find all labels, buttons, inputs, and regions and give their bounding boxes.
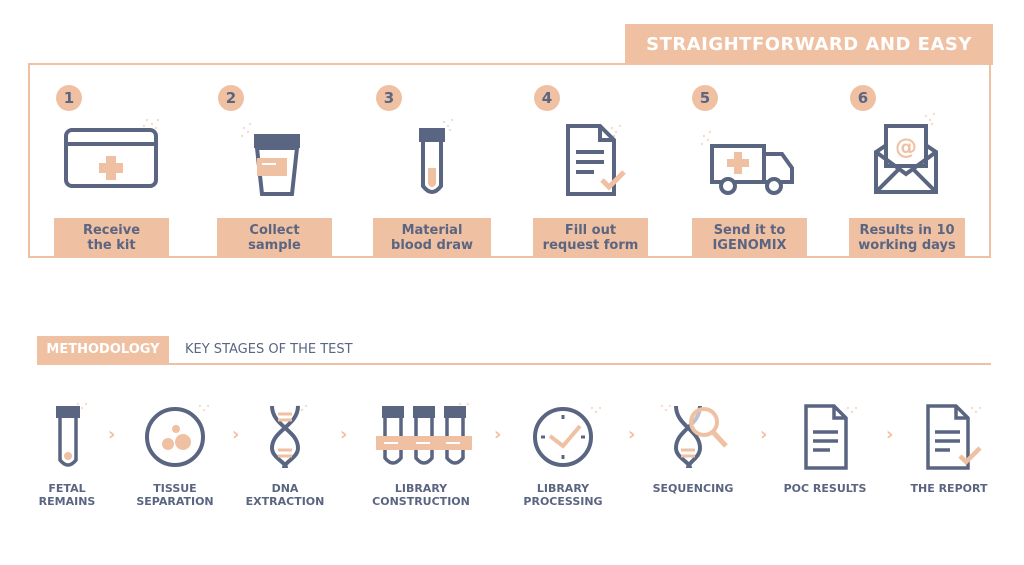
steps-frame [28,63,991,258]
methodology-tab: METHODOLOGY [37,336,169,363]
sample-cup-icon [240,122,300,196]
tube-rack-icon [376,402,472,465]
step-number-2: 2 [218,85,244,111]
kit-icon [64,118,160,188]
clock-icon [533,406,602,467]
section-title: STRAIGHTFORWARD AND EASY [625,24,993,65]
methodology-subtitle: KEY STAGES OF THE TEST [185,342,353,357]
dna-magnifier-icon [660,404,728,469]
report-check-icon [926,404,982,470]
methodology-divider [37,363,991,365]
chevron-right-icon: › [340,424,348,445]
email-icon: @ [874,112,938,194]
truck-icon [700,130,794,195]
stage-label-6: SEQUENCING [652,482,734,495]
test-tube-icon [419,118,454,194]
svg-text:@: @ [895,135,917,160]
stage-label-8: THE REPORT [910,482,988,495]
step-number-5: 5 [692,85,718,111]
step-number-6: 6 [850,85,876,111]
step-number-4: 4 [534,85,560,111]
chevron-right-icon: › [886,424,894,445]
stage-test-tube-icon [56,402,88,467]
chevron-right-icon: › [760,424,768,445]
petri-dish-icon [145,404,210,467]
stage-label-7: POC RESULTS [783,482,867,495]
dna-icon [269,404,308,469]
chevron-right-icon: › [232,424,240,445]
form-icon [566,124,626,196]
step-number-3: 3 [376,85,402,111]
chevron-right-icon: › [108,424,116,445]
document-icon [804,404,858,470]
chevron-right-icon: › [494,424,502,445]
step-number-1: 1 [56,85,82,111]
chevron-right-icon: › [628,424,636,445]
